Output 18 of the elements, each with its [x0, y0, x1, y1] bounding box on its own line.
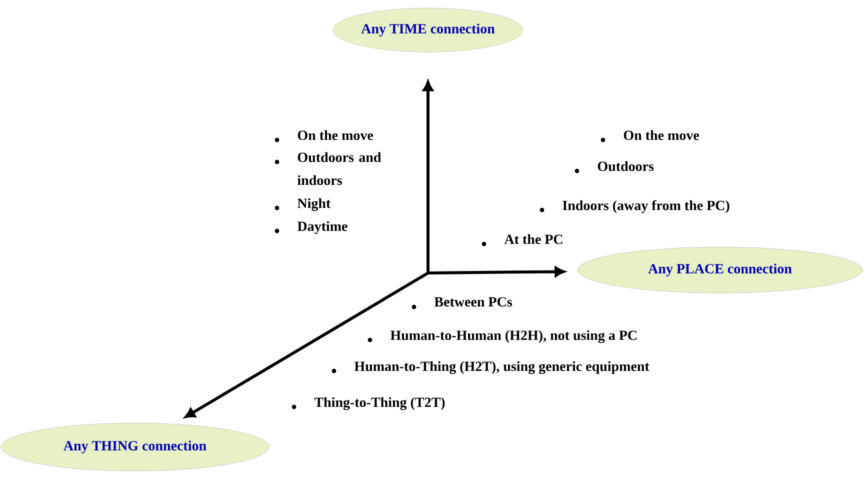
- bullet-item: Outdoors: [574, 161, 654, 174]
- bullet-item: Daytime: [274, 221, 348, 234]
- bullet-item: Human-to-Thing (H2T), using generic equipment: [332, 361, 650, 374]
- arrow: [184, 272, 429, 418]
- bullet-item: Outdoors and indoors: [274, 152, 382, 186]
- bullet-item: Human-to-Human (H2H), not using a PC: [368, 330, 636, 343]
- bullet-item: At the PC: [482, 234, 562, 246]
- arrow: [428, 266, 565, 277]
- bullet-item: Between PCs: [412, 297, 512, 310]
- bullet-item: Night: [274, 198, 331, 211]
- bullet-item: On the move: [274, 130, 374, 142]
- arrow: [422, 81, 434, 273]
- oval-box: Any TIME connection: [332, 8, 524, 52]
- bullet-item: On the move: [600, 130, 700, 142]
- oval-box: Any PLACE connection: [577, 246, 863, 294]
- bullet-item: Thing-to-Thing (T2T): [292, 397, 445, 410]
- bullet-item: Indoors (away from the PC): [540, 200, 730, 214]
- oval-box: Any THING connection: [0, 422, 270, 472]
